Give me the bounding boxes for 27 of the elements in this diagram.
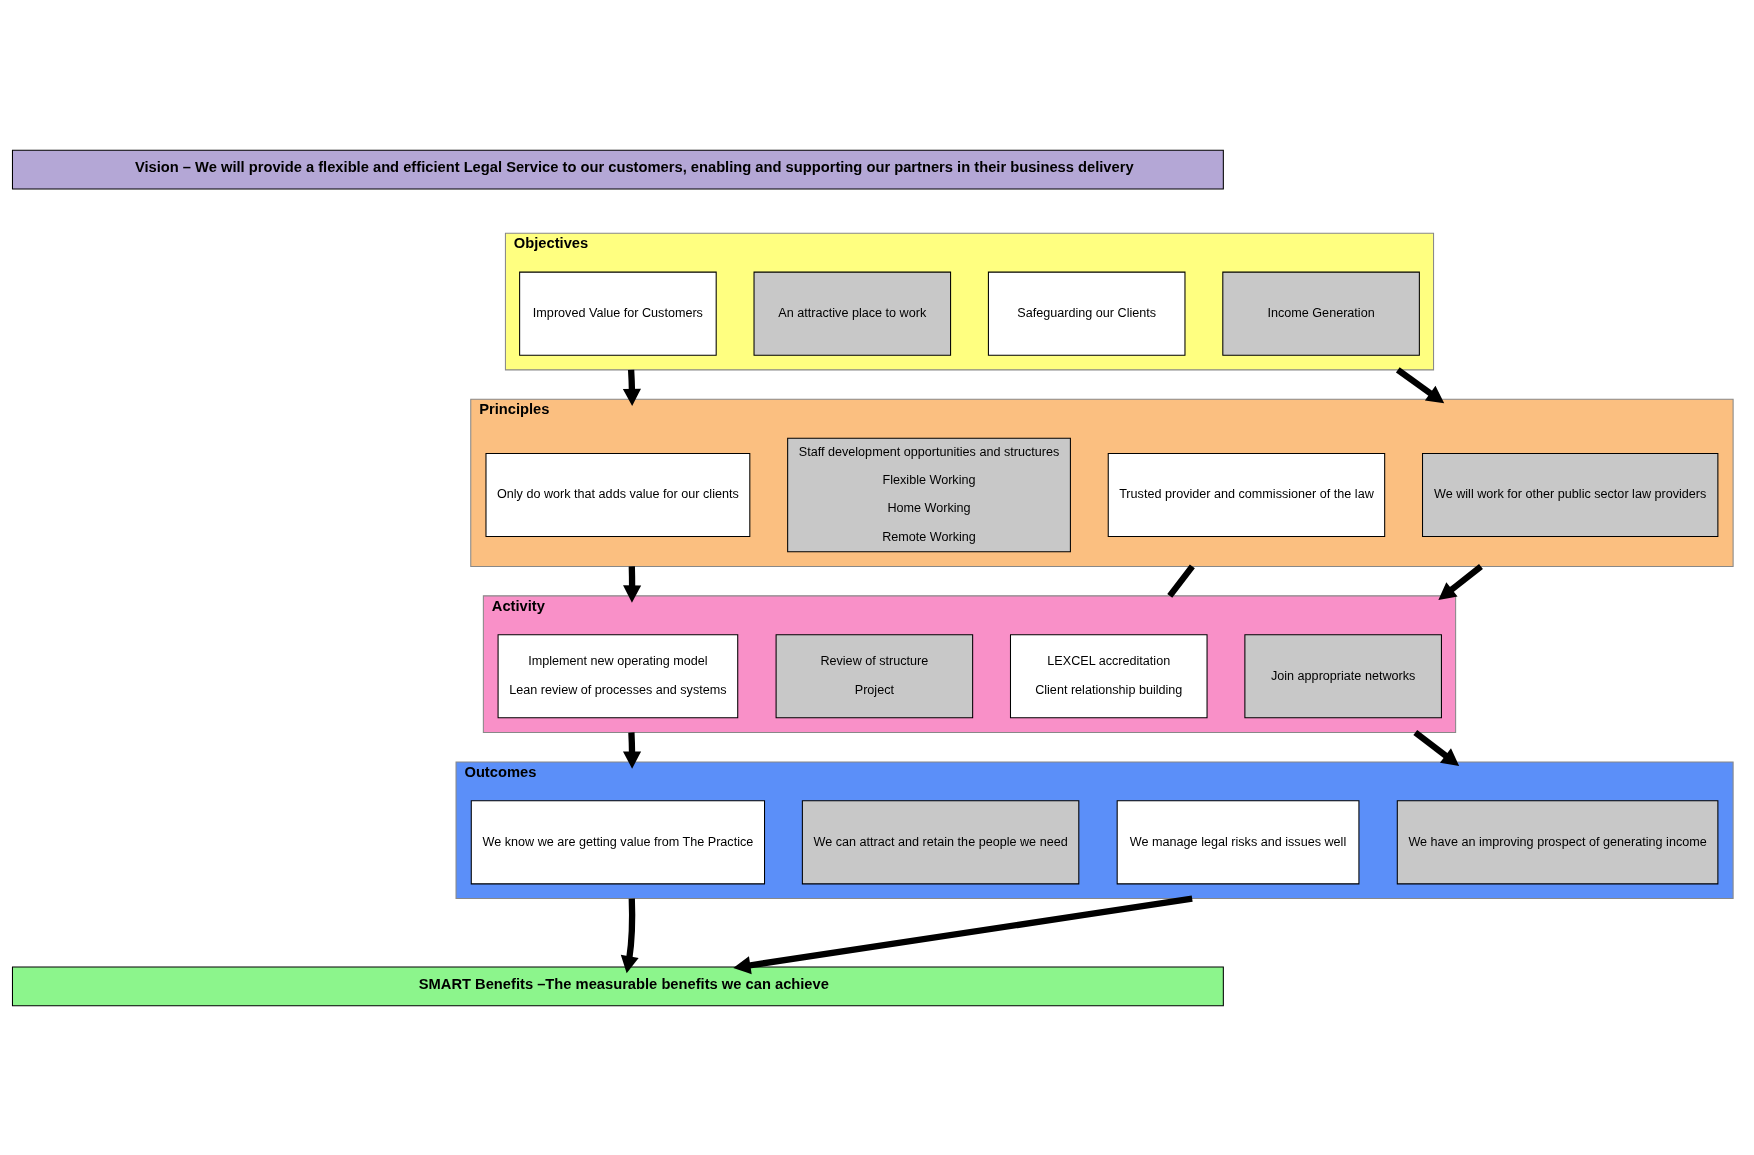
- node-box: Review of structure Project: [775, 633, 974, 718]
- arrow: [733, 894, 1193, 974]
- node-box: Only do work that adds value for our clients: [485, 452, 751, 537]
- node-box: Join appropriate networks: [1244, 633, 1442, 718]
- arrow: [623, 565, 642, 603]
- arrow: [1395, 366, 1445, 403]
- node-box: An attractive place to work: [753, 271, 952, 356]
- node-box: We have an improving prospect of generating income: [1396, 799, 1719, 884]
- arrow: [1413, 729, 1460, 766]
- node-box: LEXCEL accreditation Client relationship building: [1009, 633, 1208, 718]
- node-box: Income Generation: [1222, 271, 1420, 356]
- arrow: [622, 369, 642, 406]
- arrow: [623, 731, 642, 769]
- node-box: Improved Value for Customers: [519, 271, 717, 356]
- node-box: We manage legal risks and issues well: [1116, 799, 1360, 884]
- node-box: We will work for other public sector law providers: [1422, 452, 1719, 537]
- arrow: [1438, 563, 1483, 600]
- arrow: [620, 897, 639, 973]
- node-box: SMART Benefits –The measurable benefits we can achieve: [11, 965, 1224, 1006]
- node-box: We can attract and retain the people we need: [801, 799, 1080, 884]
- node-box: We know we are getting value from The Practice: [470, 799, 766, 884]
- node-box: Safeguarding our Clients: [987, 271, 1186, 356]
- connector: [1167, 564, 1195, 598]
- node-box: Staff development opportunities and structures Flexible Working Home Working Remote Working: [787, 437, 1071, 552]
- node-box: Trusted provider and commissioner of the law: [1107, 452, 1386, 537]
- node-box: Vision – We will provide a flexible and efficient Legal Service to our customers, enabling and supporting our partners in their business delivery: [11, 149, 1224, 190]
- node-box: Implement new operating model Lean review of processes and systems: [497, 633, 739, 718]
